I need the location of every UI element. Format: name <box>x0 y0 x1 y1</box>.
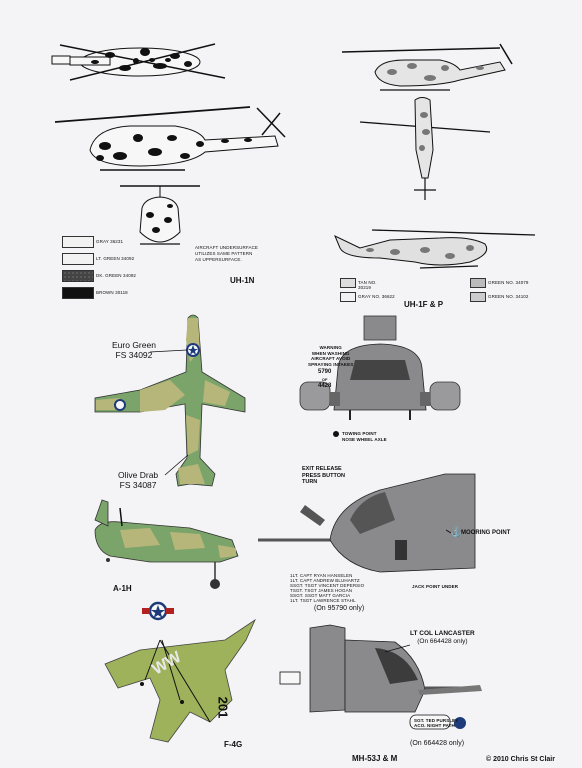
mh53-serial: 5790 OF 4428 <box>318 369 331 390</box>
lt-col-callout: LT COL LANCASTER (On 664428 only) <box>410 630 475 646</box>
crew-list: 1LT. CAPT RYAN HANSELEN 1LT. CAPT ANDREW… <box>290 573 364 603</box>
olive-drab-name: Olive Drab <box>118 470 159 480</box>
uh1fp-side-view <box>341 43 513 91</box>
serial-line-2: OF <box>321 377 328 382</box>
green-02-swatch <box>470 292 486 302</box>
tan-swatch <box>340 278 356 288</box>
uh1fp-lower-view <box>334 229 536 269</box>
patch-line-1: SGT. TED PURSLEY <box>414 718 459 723</box>
mh53jm-side-view <box>279 624 482 730</box>
serial-line-1: 5790 <box>318 369 332 375</box>
lt-col-line-2: (On 664428 only) <box>417 638 468 645</box>
olive-drab-fs: FS 34087 <box>119 480 157 490</box>
lt-col-line-1: LT COL LANCASTER <box>410 630 475 637</box>
mh53-warning: WARNING WHEN WASHING AIRCRAFT AVOID SPRA… <box>308 345 353 367</box>
copyright: © 2010 Chris St Clair <box>486 756 555 763</box>
gray-fp-swatch-label: GRAY NO. 36622 <box>358 294 395 299</box>
mh53-towing: TOWING POINT NOSE WHEEL AXLE <box>342 431 387 442</box>
crew-line-1: 1LT. CAPT RYAN HANSELEN <box>290 573 353 578</box>
tan-swatch-label: TAN NO. 30219 <box>358 280 377 290</box>
warning-line-2: WHEN WASHING <box>311 350 350 356</box>
exit-line-1: EXIT RELEASE <box>302 466 342 472</box>
gray-swatch-label: GRAY 36231 <box>96 239 124 244</box>
serial-line-3: 4428 <box>318 383 332 389</box>
a1h-side-view <box>94 499 239 589</box>
jack-point-label: JACK POINT UNDER <box>412 584 459 589</box>
euro-green-name: Euro Green <box>112 340 156 350</box>
olive-drab-callout: Olive Drab FS 34087 <box>118 470 158 490</box>
patch-line-2: ACO. NIGHT PATH <box>414 723 455 728</box>
f4g-caption: F-4G <box>224 740 243 749</box>
crew-line-3: SSGT. TSGT VINCENT DEPERSIO <box>290 583 365 588</box>
towing-line-2: NOSE WHEEL AXLE <box>342 436 387 442</box>
gray-fp-swatch <box>340 292 356 302</box>
green-79-swatch <box>470 278 486 288</box>
exit-line-3: TURN <box>302 479 318 485</box>
exit-line-2: PRESS BUTTON <box>302 472 345 479</box>
mh53-front-view <box>299 315 461 437</box>
brown-swatch <box>62 287 94 299</box>
exit-release-callout: EXIT RELEASE PRESS BUTTON TURN <box>302 466 345 486</box>
dark-green-swatch <box>62 270 94 282</box>
f4g-number: 201 <box>215 696 231 719</box>
warning-line-3: AIRCRAFT AVOID <box>310 356 351 361</box>
a1h-top-view <box>94 314 246 487</box>
light-green-swatch-label: LT. GREEN 34092 <box>96 256 135 261</box>
mh53-side-note: (On 95790 only) <box>314 605 365 612</box>
warning-line-1: WARNING <box>319 345 342 350</box>
green-02-swatch-label: GREEN NO. 34102 <box>488 294 529 299</box>
uh1n-note-line-3: AS UPPERSURFACE. <box>195 257 242 262</box>
uh1n-front-view <box>120 185 200 245</box>
crew-line-2: 1LT. CAPT ANDREW BLUHARTZ <box>290 578 360 583</box>
uh1fp-caption: UH-1F & P <box>404 300 444 309</box>
uh1n-caption: UH-1N <box>230 276 255 285</box>
euro-green-fs: FS 34092 <box>115 350 153 360</box>
euro-green-callout: Euro Green FS 34092 <box>112 340 156 360</box>
crew-line-5: SSGT. SSGT MATT GARCIA <box>290 593 351 598</box>
crew-line-4: TSGT. TSGT JAMES HOGAN <box>290 588 353 593</box>
dark-green-swatch-label: DK. GREEN 34092 <box>96 273 137 278</box>
towing-line-1: TOWING POINT <box>342 431 377 436</box>
uh1n-note-line-1: AIRCRAFT UNDERSURFACE <box>195 245 259 250</box>
a1h-caption: A-1H <box>113 584 132 593</box>
anchor-icon: ⚓ <box>450 527 463 538</box>
crew-line-6: 1LT. TSGT LAWRENCE STAHL <box>290 598 356 603</box>
uh1n-note-line-2: UTILIZES SAME PATTERN <box>195 251 253 256</box>
uh1n-side-view <box>54 106 286 171</box>
gray-swatch <box>62 236 94 248</box>
mh53jm-note: (On 664428 only) <box>410 740 465 747</box>
warning-line-4: SPRAYING INTAKES <box>308 361 354 367</box>
mh53jm-caption: MH-53J & M <box>352 754 398 763</box>
patch-text: SGT. TED PURSLEY ACO. NIGHT PATH <box>414 718 458 728</box>
mh53-side-view <box>258 473 476 573</box>
mooring-point-label: MOORING POINT <box>461 530 511 536</box>
light-green-swatch <box>62 253 94 265</box>
uh1n-note: AIRCRAFT UNDERSURFACE UTILIZES SAME PATT… <box>195 245 258 263</box>
uh1fp-top-view <box>359 97 491 200</box>
brown-swatch-label: BROWN 30118 <box>96 290 128 295</box>
uh1n-top-view <box>51 43 226 81</box>
f4g-top-view <box>104 601 256 743</box>
green-79-swatch-label: GREEN NO. 34079 <box>488 280 529 285</box>
